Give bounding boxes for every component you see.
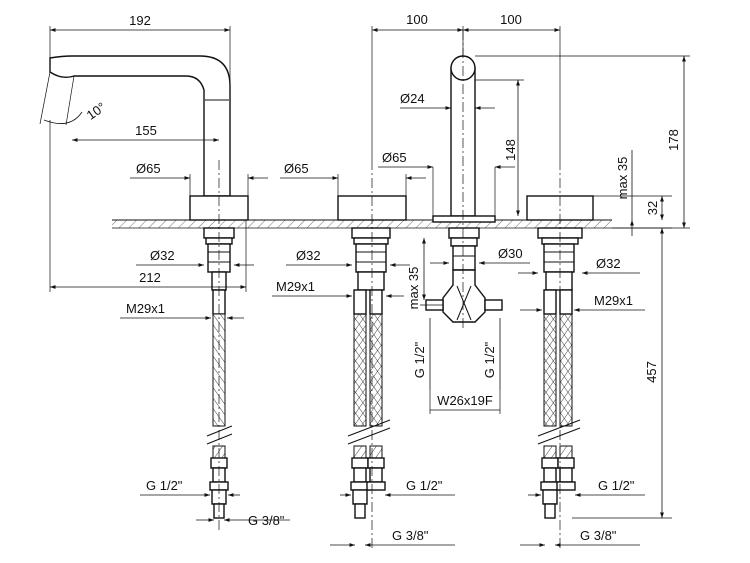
dim-m29-right: M29x1 (594, 293, 633, 308)
dim-g38-center: G 3/8" (392, 528, 429, 543)
valve-body-right (526, 160, 594, 550)
dim-g12-center: G 1/2" (406, 478, 443, 493)
dimension-labels: 192 100 100 10° 155 Ø65 Ø65 Ø65 Ø24 148 … (84, 12, 681, 543)
dim-dia32-spout: Ø32 (150, 248, 175, 263)
dim-dia65-valve: Ø65 (284, 161, 309, 176)
dim-dia65-spout: Ø65 (136, 161, 161, 176)
dim-dia24: Ø24 (400, 91, 425, 106)
dim-g38-right: G 3/8" (580, 528, 617, 543)
dim-angle-10: 10° (84, 99, 109, 123)
dim-dia32-right: Ø32 (596, 256, 621, 271)
spout-front-view (425, 30, 503, 330)
dimension-lines (39, 26, 690, 547)
dim-100-right: 100 (500, 12, 522, 27)
dim-32: 32 (645, 201, 660, 215)
dim-max35-mid: max 35 (406, 267, 421, 310)
dim-w26x19f: W26x19F (437, 393, 493, 408)
dim-178: 178 (666, 129, 681, 151)
dim-g38-left: G 3/8" (248, 513, 285, 528)
countertop (112, 219, 612, 229)
dim-g12-mid-right: G 1/2" (482, 341, 497, 378)
dim-dia65-spray: Ø65 (382, 150, 407, 165)
spout-side-view (49, 55, 249, 530)
dim-g12-right: G 1/2" (598, 478, 635, 493)
dim-m29-mid: M29x1 (276, 279, 315, 294)
dim-100-left: 100 (406, 12, 428, 27)
dim-m29-left: M29x1 (126, 301, 165, 316)
dim-148: 148 (503, 139, 518, 161)
dim-g12-left: G 1/2" (146, 478, 183, 493)
dim-192: 192 (129, 13, 151, 28)
dim-dia30: Ø30 (498, 246, 523, 261)
dim-457: 457 (644, 361, 659, 383)
dim-dia32-valve: Ø32 (296, 248, 321, 263)
dim-212: 212 (139, 270, 161, 285)
dim-155: 155 (135, 123, 157, 138)
dim-max35-right: max 35 (615, 157, 630, 200)
valve-body-center (337, 160, 407, 550)
dim-g12-mid-left: G 1/2" (412, 341, 427, 378)
